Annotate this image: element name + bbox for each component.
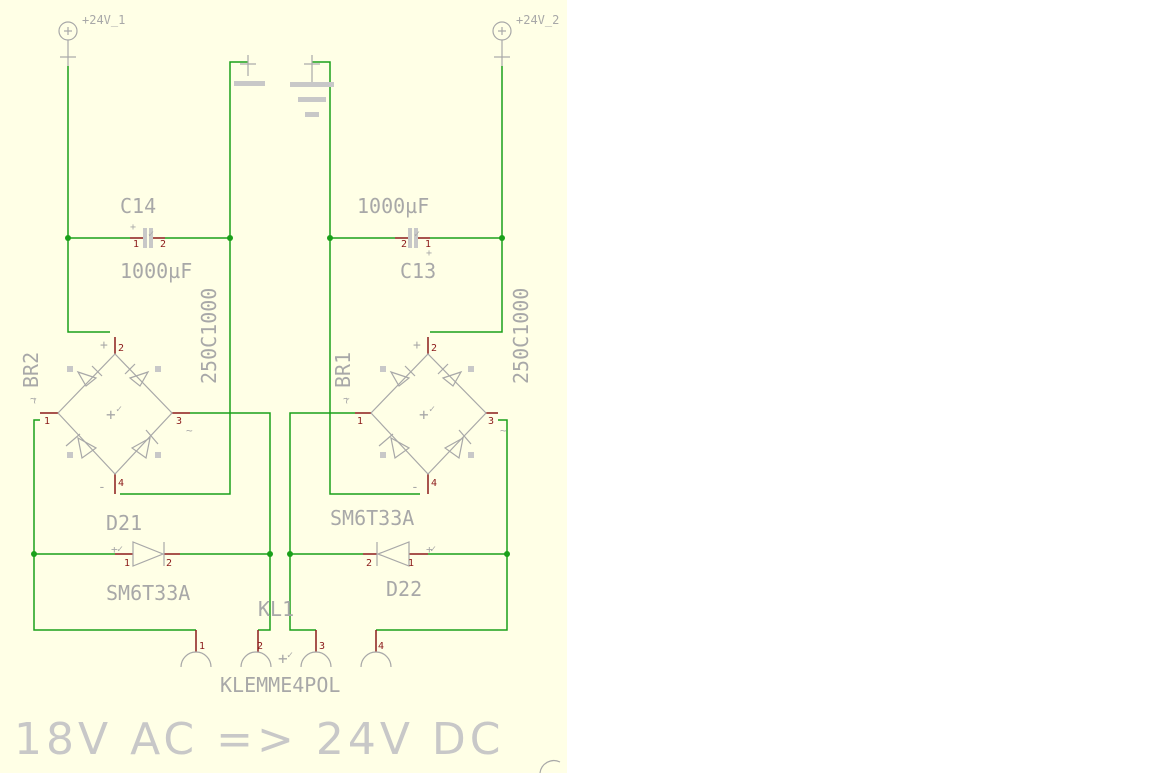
- svg-text:+: +: [106, 405, 116, 424]
- supply-label-right: +24V_2: [516, 13, 559, 27]
- svg-text:✓: ✓: [414, 229, 420, 240]
- svg-text:3: 3: [176, 416, 182, 427]
- br1-name: BR1: [331, 352, 355, 388]
- svg-text:2: 2: [257, 641, 263, 652]
- svg-text:✓: ✓: [117, 544, 123, 555]
- c14-name: C14: [120, 194, 156, 218]
- svg-text:~: ~: [343, 392, 350, 405]
- d22-value: SM6T33A: [330, 506, 414, 530]
- d21-value: SM6T33A: [106, 581, 190, 605]
- capacitor-c13: + 2 1 ✓ 1000µF C13: [357, 194, 436, 283]
- svg-text:2: 2: [366, 558, 372, 569]
- svg-text:~: ~: [28, 397, 41, 404]
- terminal-block-kl1: 1 2 3 4 + ✓ KL1 KLEMME4POL: [180, 597, 392, 697]
- svg-text:-: -: [98, 480, 106, 495]
- br1-value: 250C1000: [509, 288, 533, 384]
- schematic-sheet: +24V_1 +24V_2 + 1 2 ✓ C14 1000µF: [0, 0, 567, 773]
- svg-text:✓: ✓: [287, 650, 293, 661]
- c13-name: C13: [400, 259, 436, 283]
- schematic-title: 18V AC => 24V DC: [14, 714, 505, 765]
- svg-text:1: 1: [357, 416, 363, 427]
- wires: [33, 61, 508, 631]
- svg-text:~: ~: [30, 392, 37, 405]
- br2-name: BR2: [19, 352, 43, 388]
- svg-text:3: 3: [319, 641, 325, 652]
- d21-name: D21: [106, 511, 142, 535]
- svg-text:-: -: [411, 480, 419, 495]
- svg-text:1: 1: [133, 239, 139, 250]
- bridge-rectifier-br1: 2 4 1 3 + - ~ ~ + ✓ BR1 ~ 250C1000: [331, 288, 533, 495]
- svg-text:~: ~: [340, 397, 353, 404]
- svg-text:✓: ✓: [116, 404, 122, 415]
- frame-corner: [539, 760, 561, 773]
- svg-text:+: +: [278, 649, 288, 668]
- svg-text:+: +: [413, 338, 421, 353]
- svg-text:+: +: [426, 543, 433, 556]
- svg-text:3: 3: [488, 416, 494, 427]
- svg-text:2: 2: [166, 558, 172, 569]
- svg-text:1: 1: [425, 239, 431, 250]
- br2-value: 250C1000: [197, 288, 221, 384]
- reference-symbol: [234, 55, 265, 86]
- d22-name: D22: [386, 577, 422, 601]
- kl1-name: KL1: [258, 597, 294, 621]
- c14-value: 1000µF: [120, 259, 192, 283]
- capacitor-c14: + 1 2 ✓ C14 1000µF: [120, 194, 192, 283]
- bridge-rectifier-br2: 2 4 1 3 + - ~ ~ + ✓ BR2 ~ 250C1000: [19, 288, 221, 495]
- tvs-diode-d21: 1 2 + ✓ D21 SM6T33A: [106, 511, 190, 605]
- svg-text:✓: ✓: [430, 544, 436, 555]
- c13-value: 1000µF: [357, 194, 429, 218]
- junctions: [31, 235, 510, 557]
- svg-text:+: +: [111, 543, 118, 556]
- kl1-value: KLEMME4POL: [220, 673, 340, 697]
- tvs-diode-d22: 2 1 + ✓ SM6T33A D22: [330, 506, 436, 601]
- supply-left: +24V_1: [58, 13, 125, 66]
- svg-text:1: 1: [408, 558, 414, 569]
- ground-icon: [290, 55, 334, 117]
- svg-text:1: 1: [199, 641, 205, 652]
- svg-text:2: 2: [160, 239, 166, 250]
- svg-text:✓: ✓: [429, 404, 435, 415]
- svg-text:+: +: [100, 338, 108, 353]
- supply-right: +24V_2: [492, 13, 559, 66]
- svg-text:1: 1: [44, 416, 50, 427]
- svg-text:2: 2: [118, 343, 124, 354]
- svg-text:2: 2: [401, 239, 407, 250]
- schematic-canvas: +24V_1 +24V_2 + 1 2 ✓ C14 1000µF: [14, 13, 561, 773]
- svg-text:2: 2: [431, 343, 437, 354]
- svg-text:+: +: [419, 405, 429, 424]
- svg-text:4: 4: [378, 641, 384, 652]
- svg-text:4: 4: [118, 478, 124, 489]
- svg-text:~: ~: [186, 424, 193, 437]
- svg-text:✓: ✓: [148, 229, 154, 240]
- svg-text:~: ~: [500, 424, 507, 437]
- svg-text:4: 4: [431, 478, 437, 489]
- svg-text:1: 1: [124, 558, 130, 569]
- svg-text:+: +: [130, 222, 136, 233]
- supply-label-left: +24V_1: [82, 13, 125, 27]
- svg-text:+: +: [426, 248, 432, 259]
